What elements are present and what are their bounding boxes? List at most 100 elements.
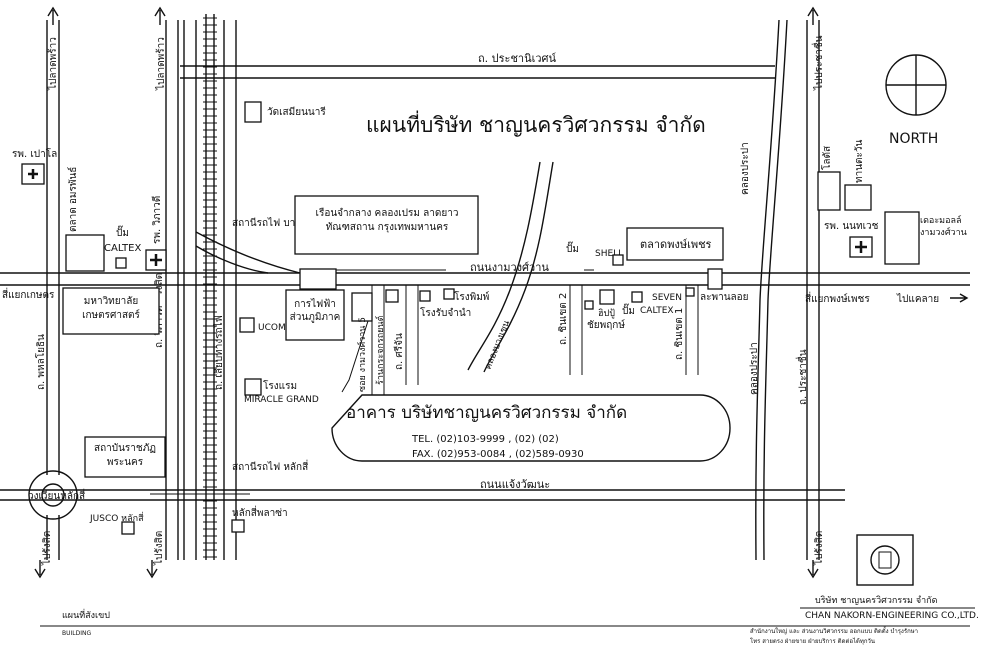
hospital-cross-icon bbox=[855, 241, 867, 253]
label-pea: การไฟฟ้า ส่วนภูมิภาค bbox=[289, 299, 341, 323]
label-bubu: ฮิปปู้ bbox=[598, 308, 615, 319]
lak-si-plaza-building bbox=[231, 519, 245, 533]
seven-building bbox=[685, 287, 695, 297]
road-prachachuen bbox=[806, 20, 820, 560]
soi-lines bbox=[371, 285, 699, 395]
shop-kra-building bbox=[385, 289, 399, 303]
label-market: ตลาด อมรพันธ์ bbox=[67, 167, 79, 232]
market-amornphan bbox=[65, 234, 105, 272]
label-soi-sriya: ถ. ศรีจัน bbox=[393, 333, 405, 370]
label-pump-caltex: ปั๊ม bbox=[622, 303, 635, 317]
label-rongphim: โรงพิมพ์ bbox=[454, 290, 489, 303]
label-rajabhat: สถาบันราชภัฏ พระนคร bbox=[93, 443, 157, 468]
label-ucom: UCOM bbox=[258, 323, 286, 333]
svg-text:ไปประชาชื่น: ไปประชาชื่น bbox=[811, 35, 825, 91]
label-railway: ถ. เลียบทางรถไฟ bbox=[213, 315, 225, 390]
footer-legend-th: แผนที่สังเขป bbox=[62, 608, 110, 621]
caltex-right-building bbox=[631, 291, 643, 303]
overpass-markers bbox=[150, 268, 723, 495]
hotel-building bbox=[244, 378, 262, 396]
label-seven: SEVEN bbox=[652, 293, 682, 303]
label-lak-si-station: สถานีรถไฟ หลักสี่ bbox=[232, 459, 308, 473]
label-rongrub: โรงรับจำนำ bbox=[420, 306, 471, 319]
bubu-building bbox=[599, 289, 615, 305]
road-paholyothin bbox=[46, 20, 60, 560]
label-pongphet-market: ตลาดพงษ์เพชร bbox=[640, 238, 712, 251]
rongrub-building bbox=[419, 290, 431, 302]
lotus-2-building bbox=[844, 184, 872, 211]
road-prachaniwet bbox=[180, 65, 775, 79]
svg-text:ไปรังสิต: ไปรังสิต bbox=[813, 531, 825, 566]
label-miracle-grand: MIRACLE GRAND bbox=[244, 395, 319, 405]
label-caltex-right: CALTEX bbox=[640, 306, 674, 316]
label-kaset-junction: สี่แยกเกษตร bbox=[2, 287, 55, 301]
label-hospital-right: รพ. นนทเวช bbox=[824, 221, 879, 232]
direction-to-rangsit-left: ไปรังสิต bbox=[34, 531, 53, 579]
pea-building bbox=[285, 289, 345, 341]
label-lotus-2: ทานตะวัน bbox=[854, 139, 865, 183]
label-khlong-prapa-1: คลองประปา bbox=[740, 142, 751, 195]
svg-text:รพ. เปาโล: รพ. เปาโล bbox=[12, 147, 57, 160]
footer-company-en: CHAN NAKORN-ENGINEERING CO.,LTD. bbox=[805, 611, 979, 621]
label-shell: SHELL bbox=[595, 249, 623, 259]
label-paholyothin: ถ. พหลโยธิน bbox=[34, 334, 47, 390]
label-chaiyaphak: ชัยพฤกษ์ bbox=[587, 319, 625, 331]
caltex-left-building bbox=[115, 257, 127, 269]
label-lak-si-plaza: หลักสี่พลาซ่า bbox=[232, 505, 288, 519]
svg-text:ไปแคลาย: ไปแคลาย bbox=[896, 293, 939, 305]
compass-icon: NORTH bbox=[885, 54, 947, 147]
road-khlong-bangkhen bbox=[467, 161, 554, 373]
svg-text:ไปลาดพร้าว: ไปลาดพร้าว bbox=[155, 37, 167, 91]
direction-to-rangsit-mid: ไปรังสิต bbox=[146, 531, 165, 579]
label-lotus: โลตัส bbox=[820, 146, 833, 170]
wat-building bbox=[244, 101, 262, 123]
lotus-building bbox=[817, 171, 841, 211]
label-lak-si-circle: วงเวียนหลักสี่ bbox=[28, 488, 85, 502]
label-caltex-left: CALTEX bbox=[104, 243, 141, 254]
road-vibhavadi bbox=[165, 20, 197, 560]
lak-si-circle bbox=[28, 470, 78, 520]
company-building-box: อาคาร บริษัทชาญนครวิศวกรรม จำกัด TEL. (0… bbox=[331, 394, 731, 462]
hospital-paolo: รพ. เปาโล bbox=[12, 147, 57, 185]
company-fax: FAX. (02)953-0084 , (02)589-0930 bbox=[412, 449, 584, 460]
svg-text:ไปรังสิต: ไปรังสิต bbox=[153, 531, 165, 566]
rongphim-building bbox=[443, 288, 455, 300]
direction-to-ladprao-left: ไปลาดพร้าว bbox=[47, 6, 59, 91]
pongphet-market-building bbox=[626, 227, 724, 261]
direction-to-rangsit-right: ไปรังสิต bbox=[807, 531, 825, 579]
chaiyaphak-building bbox=[584, 300, 594, 310]
footer-notes-1: สำนักงานใหญ่ และ ส่วนงานวิศวกรรม ออกแบบ … bbox=[750, 625, 918, 635]
map-title: แผนที่บริษัท ชาญนครวิศวกรรม จำกัด bbox=[366, 110, 706, 137]
svg-text:ไปรังสิต: ไปรังสิต bbox=[41, 531, 53, 566]
hospital-nonthavej bbox=[849, 236, 873, 258]
label-pongphet-junction: สี่แยกพงษ์เพชร bbox=[805, 291, 870, 305]
label-pump-shell: ปั๊ม bbox=[566, 241, 579, 255]
company-logo-icon bbox=[856, 534, 914, 586]
hospital-vibhavadi: รพ. วิภาวดี bbox=[145, 196, 167, 271]
rajabhat-building bbox=[84, 436, 166, 478]
label-ngamwongwan: ถนนงามวงศ์วาน bbox=[470, 261, 549, 274]
label-prachaniwet: ถ. ประชานิเวศน์ bbox=[478, 52, 557, 65]
footer-legend-en: BUILDING bbox=[62, 630, 91, 637]
svg-text:ไปลาดพร้าว: ไปลาดพร้าว bbox=[47, 37, 59, 91]
label-chaengwattana: ถนนแจ้งวัฒนะ bbox=[480, 478, 550, 491]
the-mall-building bbox=[884, 211, 920, 265]
label-prison: เรือนจำกลาง คลองเปรม ลาดยาว ทัณฑสถาน กรุ… bbox=[315, 208, 459, 233]
company-title: อาคาร บริษัทชาญนครวิศวกรรม จำกัด bbox=[346, 403, 627, 423]
direction-to-ladprao-mid: ไปลาดพร้าว bbox=[154, 6, 167, 91]
svg-text:รพ. วิภาวดี: รพ. วิภาวดี bbox=[151, 196, 163, 244]
hospital-cross-icon bbox=[28, 169, 38, 179]
north-label: NORTH bbox=[889, 131, 938, 147]
callout-soi-5: ซอย งามวงศ์วาน 5 bbox=[341, 317, 369, 393]
company-tel: TEL. (02)103-9999 , (02) (02) bbox=[411, 434, 559, 445]
direction-to-prachachuen: ไปประชาชื่น bbox=[807, 6, 825, 91]
shell-building bbox=[612, 254, 624, 266]
label-hotel: โรงแรม bbox=[263, 379, 297, 392]
khlong-prapa-canal bbox=[755, 19, 788, 561]
connector-road bbox=[195, 231, 301, 274]
railway-track bbox=[203, 14, 217, 560]
label-prachachuen: ถ. ประชาชื่น bbox=[795, 349, 809, 405]
svg-text:ซอย งามวงศ์วาน 5: ซอย งามวงศ์วาน 5 bbox=[356, 317, 368, 392]
jusco-building bbox=[121, 521, 135, 535]
